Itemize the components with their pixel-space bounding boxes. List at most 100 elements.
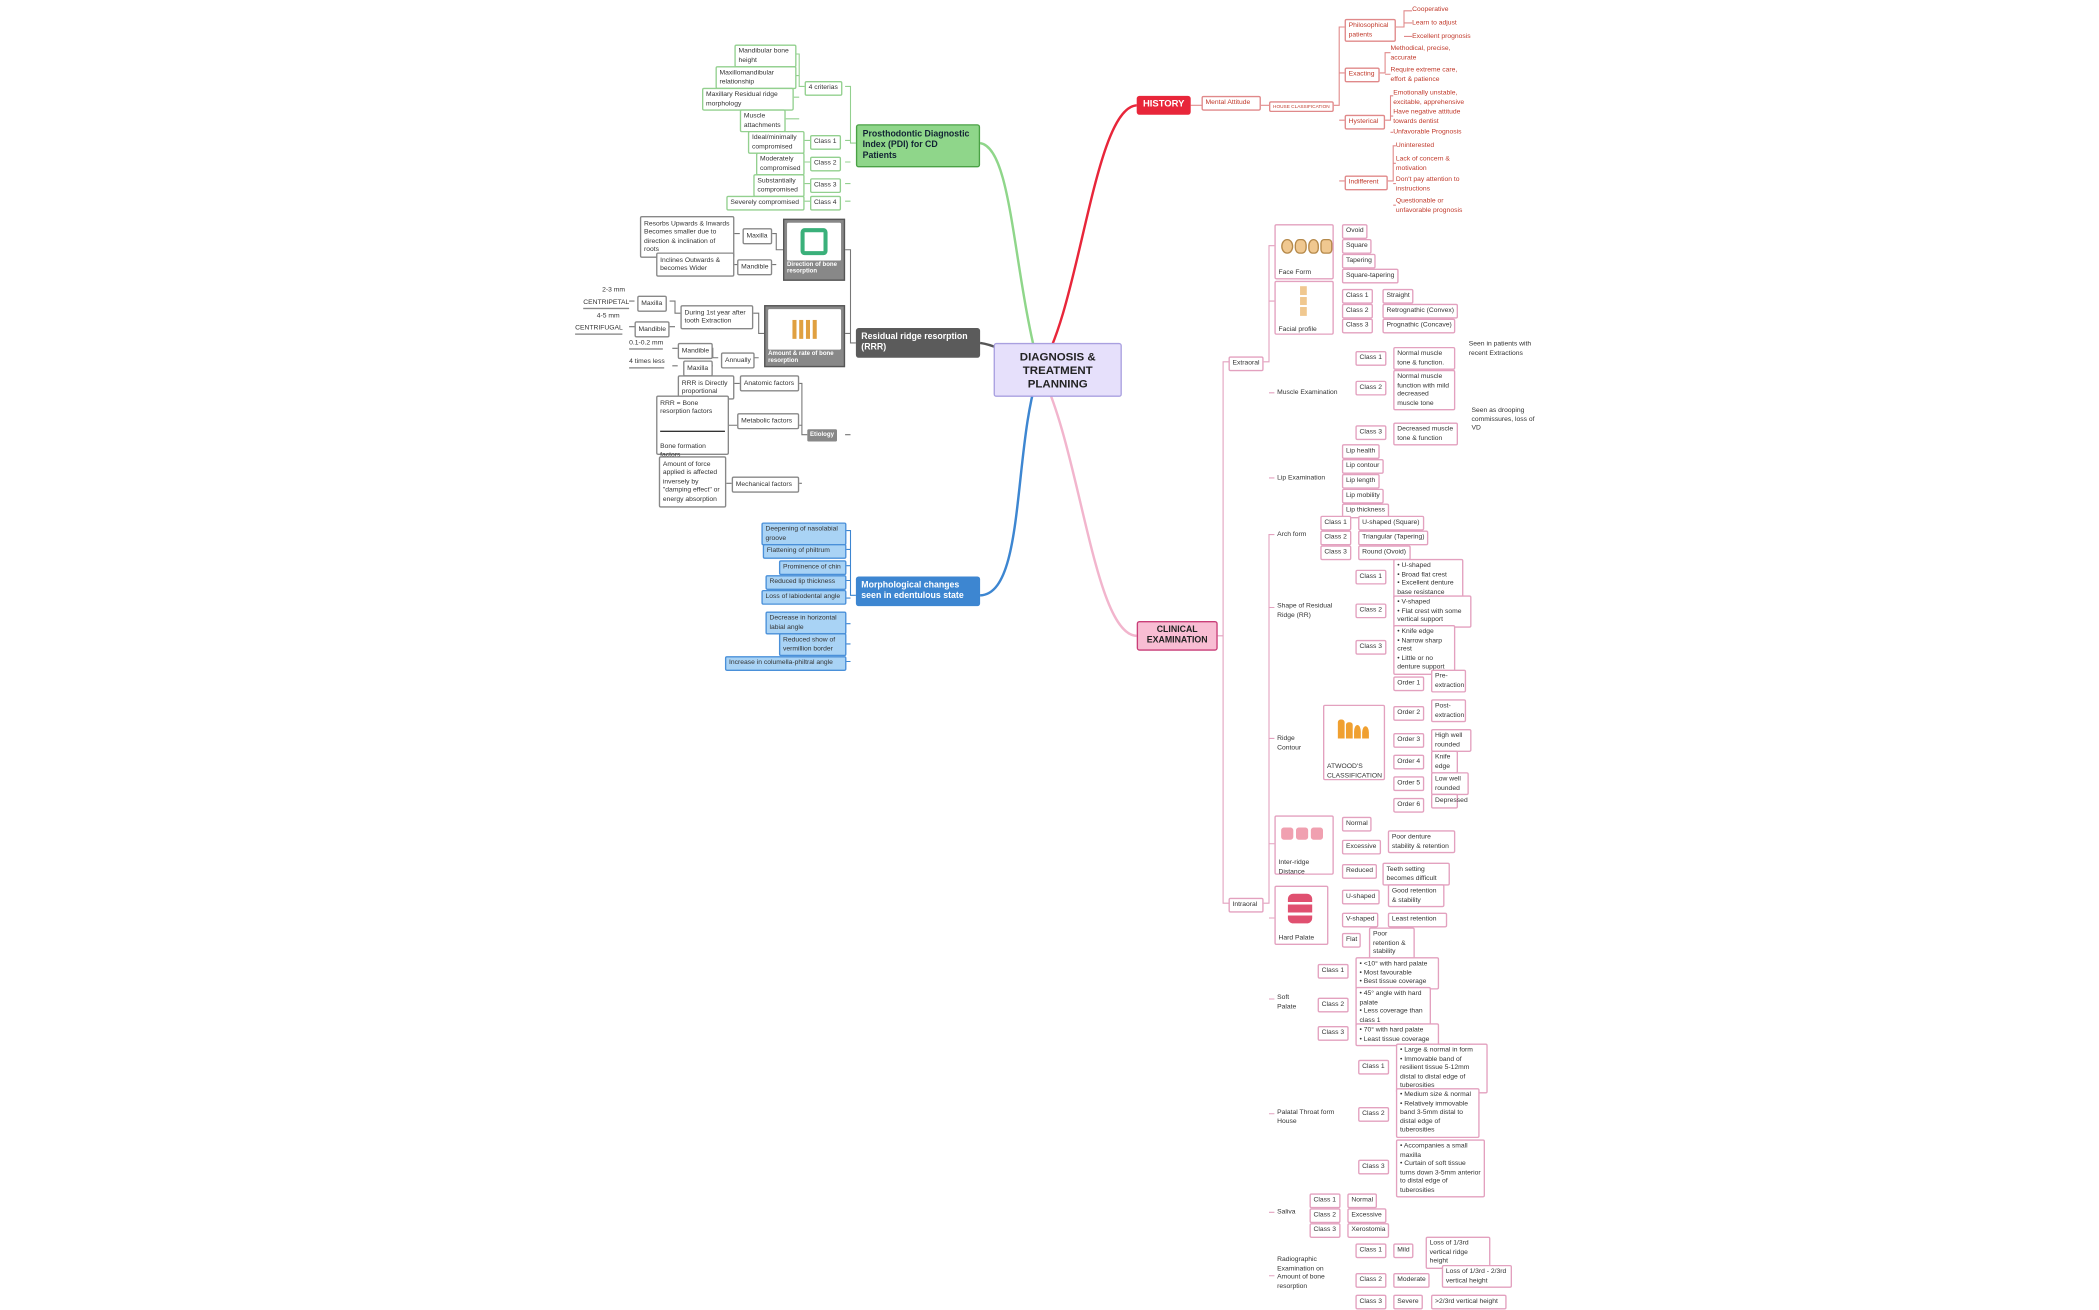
anatomic-desc[interactable]: RRR is Directly proportional <box>677 375 735 400</box>
pdi-class[interactable]: Class 2 <box>810 156 841 171</box>
face-form-option[interactable]: Tapering <box>1341 253 1376 268</box>
morph-item[interactable]: Reduced show of vermillion border <box>778 633 847 657</box>
atwood-card[interactable]: ATWOOD'S CLASSIFICATION <box>1323 704 1386 781</box>
amount-resorption-card[interactable]: Amount & rate of bone resorption <box>764 305 846 368</box>
house-classification-node[interactable]: HOUSE CLASSIFICATION <box>1269 101 1334 113</box>
rr-class[interactable]: Class 1 <box>1355 569 1387 584</box>
pdi-criterion[interactable]: Maxillary Residual ridge morphology <box>702 87 794 111</box>
direction-resorption-card[interactable]: Direction of bone resorption <box>783 218 846 281</box>
soft-palate-desc[interactable]: • <10° with hard palate • Most favourabl… <box>1355 957 1440 989</box>
maxilla-direction-desc[interactable]: Resorbs Upwards & Inwards Becomes smalle… <box>639 216 735 258</box>
intraoral-node[interactable]: Intraoral <box>1228 897 1264 912</box>
pdi-class-desc[interactable]: Moderately compromised <box>756 152 805 176</box>
rr-class[interactable]: Class 3 <box>1355 639 1387 655</box>
mechanical-desc[interactable]: Amount of force applied is affected inve… <box>658 456 727 507</box>
throat-class[interactable]: Class 2 <box>1358 1107 1389 1122</box>
ridge-order[interactable]: Order 1 <box>1393 676 1425 691</box>
rrr-topic[interactable]: Residual ridge resorption (RRR) <box>855 328 981 358</box>
saliva-class[interactable]: Class 2 <box>1309 1208 1341 1223</box>
ridge-desc[interactable]: High well rounded <box>1431 729 1472 752</box>
pdi-criterion[interactable]: Mandibular bone height <box>734 44 797 68</box>
pdi-topic[interactable]: Prosthodontic Diagnostic Index (PDI) for… <box>855 124 981 168</box>
arch-class[interactable]: Class 2 <box>1320 530 1351 545</box>
throat-class[interactable]: Class 1 <box>1358 1059 1389 1074</box>
ridge-desc[interactable]: Pre-extraction <box>1431 669 1467 693</box>
arch-type[interactable]: Triangular (Tapering) <box>1358 530 1429 545</box>
profile-type[interactable]: Retrognathic (Convex) <box>1382 303 1459 318</box>
hard-palate-shape[interactable]: U-shaped <box>1341 889 1380 904</box>
pdi-class[interactable]: Class 1 <box>810 135 841 150</box>
inter-ridge-option[interactable]: Reduced <box>1341 864 1378 879</box>
exacting-node[interactable]: Exacting <box>1344 67 1380 82</box>
lip-item[interactable]: Lip contour <box>1341 459 1384 474</box>
rrr-mandible[interactable]: Mandible <box>737 259 773 275</box>
clinical-examination-topic[interactable]: CLINICAL EXAMINATION <box>1136 621 1218 651</box>
ridge-desc[interactable]: Low well rounded <box>1431 772 1469 796</box>
lip-item[interactable]: Lip length <box>1341 473 1380 489</box>
throat-desc[interactable]: • Large & normal in form • Immovable ban… <box>1395 1043 1488 1093</box>
pdi-class-desc[interactable]: Substantially compromised <box>753 174 805 198</box>
throat-class[interactable]: Class 3 <box>1358 1159 1389 1174</box>
anatomic-factors[interactable]: Anatomic factors <box>739 375 800 391</box>
mechanical-factors[interactable]: Mechanical factors <box>731 476 800 493</box>
metabolic-formula[interactable]: RRR = Bone resorption factors Bone forma… <box>656 395 729 459</box>
ridge-order[interactable]: Order 4 <box>1393 754 1425 769</box>
morph-item[interactable]: Reduced lip thickness <box>765 575 847 590</box>
saliva-type[interactable]: Xerostomia <box>1347 1223 1390 1238</box>
first-year-maxilla[interactable]: Maxilla <box>637 295 667 312</box>
soft-palate-label[interactable]: Soft Palate <box>1277 993 1297 1011</box>
profile-class[interactable]: Class 2 <box>1341 303 1373 318</box>
ridge-desc[interactable]: Knife edge <box>1431 750 1458 774</box>
ridge-desc[interactable]: Post-extraction <box>1431 699 1467 723</box>
philosophical-node[interactable]: Philosophical patients <box>1344 18 1396 42</box>
radio-severity[interactable]: Severe <box>1393 1294 1423 1309</box>
ridge-order[interactable]: Order 5 <box>1393 776 1425 791</box>
radio-desc[interactable]: Loss of 1/3rd vertical ridge height <box>1425 1236 1491 1269</box>
pdi-criteria-node[interactable]: 4 criterias <box>804 81 842 96</box>
soft-palate-class[interactable]: Class 2 <box>1317 997 1349 1012</box>
face-form-card[interactable]: Face Form <box>1274 224 1334 280</box>
ridge-order[interactable]: Order 3 <box>1393 733 1425 748</box>
history-topic[interactable]: HISTORY <box>1136 95 1191 115</box>
radiographic-label[interactable]: Radiographic Examination on Amount of bo… <box>1277 1255 1325 1290</box>
profile-type[interactable]: Straight <box>1382 288 1414 304</box>
profile-type[interactable]: Prognathic (Concave) <box>1382 318 1456 333</box>
annual-maxilla[interactable]: Maxilla <box>683 360 713 376</box>
radio-severity[interactable]: Moderate <box>1393 1273 1430 1288</box>
ridge-order[interactable]: Order 2 <box>1393 706 1425 721</box>
saliva-class[interactable]: Class 3 <box>1309 1223 1341 1238</box>
metabolic-factors[interactable]: Metabolic factors <box>737 413 800 429</box>
annual-mandible[interactable]: Mandible <box>677 342 714 359</box>
inter-ridge-note[interactable]: Poor denture stability & retention <box>1387 830 1456 854</box>
rrr-maxilla[interactable]: Maxilla <box>742 228 772 244</box>
saliva-class[interactable]: Class 1 <box>1309 1193 1341 1208</box>
mental-attitude-node[interactable]: Mental Attitude <box>1201 95 1261 111</box>
soft-palate-desc[interactable]: • 45° angle with hard palate • Less cove… <box>1355 986 1431 1028</box>
pdi-class-desc[interactable]: Ideal/minimally compromised <box>747 130 805 154</box>
throat-desc[interactable]: • Medium size & normal • Relatively immo… <box>1395 1088 1480 1138</box>
morphology-topic[interactable]: Morphological changes seen in edentulous… <box>855 576 981 607</box>
hard-palate-card[interactable]: Hard Palate <box>1274 885 1329 945</box>
ridge-order[interactable]: Order 6 <box>1393 797 1425 813</box>
morph-item[interactable]: Prominence of chin <box>778 560 847 575</box>
lip-exam-label[interactable]: Lip Examination <box>1277 473 1326 482</box>
annually-node[interactable]: Annually <box>720 352 755 368</box>
morph-item[interactable]: Increase in columella-philtral angle <box>724 656 847 671</box>
arch-type[interactable]: Round (Ovoid) <box>1358 545 1411 560</box>
throat-desc[interactable]: • Accompanies a small maxilla • Curtain … <box>1395 1139 1485 1198</box>
inter-ridge-option[interactable]: Excessive <box>1341 839 1381 854</box>
morph-item[interactable]: Deepening of nasolabial groove <box>761 522 847 546</box>
muscle-exam-label[interactable]: Muscle Examination <box>1277 388 1338 397</box>
indifferent-node[interactable]: Indifferent <box>1344 175 1388 190</box>
face-form-option[interactable]: Ovoid <box>1341 224 1368 239</box>
pdi-class-desc[interactable]: Severely compromised <box>726 195 805 210</box>
pdi-class[interactable]: Class 4 <box>810 195 841 210</box>
first-year-node[interactable]: During 1st year after tooth Extraction <box>680 305 754 330</box>
rr-desc[interactable]: • U-shaped • Broad flat crest • Excellen… <box>1393 558 1464 600</box>
face-form-option[interactable]: Square-tapering <box>1341 268 1399 283</box>
muscle-desc[interactable]: Normal muscle tone & function. <box>1393 346 1456 370</box>
pdi-criterion[interactable]: Muscle attachments <box>739 109 786 133</box>
soft-palate-class[interactable]: Class 1 <box>1317 963 1349 979</box>
hysterical-node[interactable]: Hysterical <box>1344 114 1386 129</box>
radio-class[interactable]: Class 3 <box>1355 1294 1387 1309</box>
